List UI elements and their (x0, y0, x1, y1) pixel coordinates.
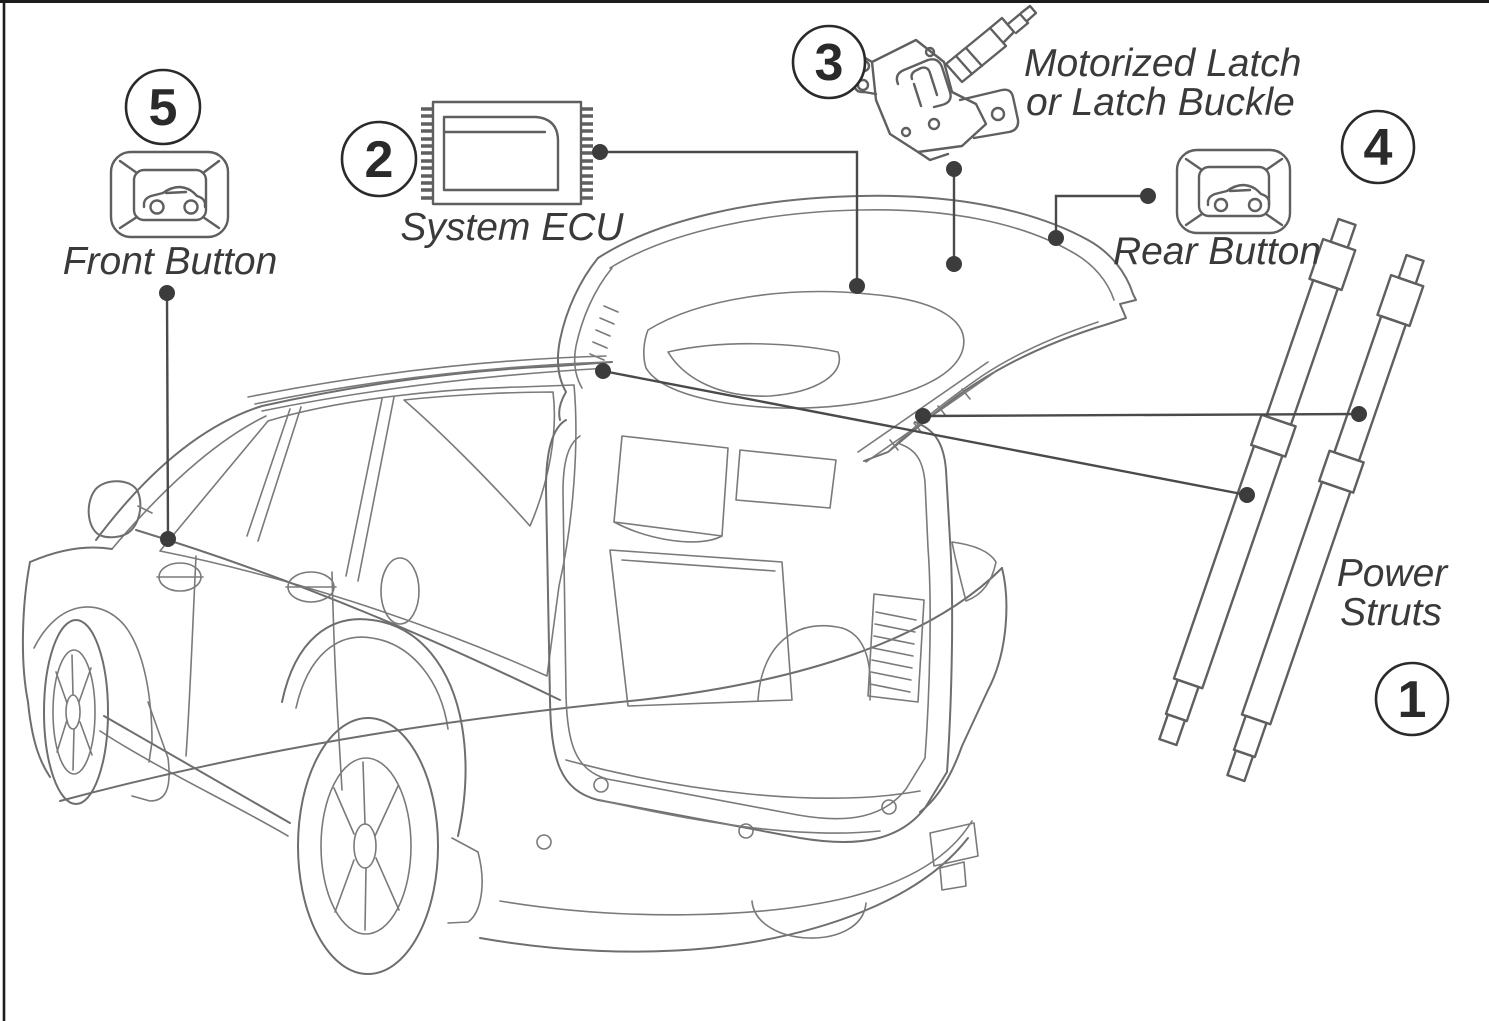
car-front-end (21, 546, 170, 802)
power-strut-callout-line-2 (602, 369, 1248, 497)
number-2: 2 (365, 131, 394, 189)
power-strut-callout-line-1 (922, 412, 1360, 418)
car-icon (142, 185, 207, 215)
car-icon (1206, 183, 1271, 213)
front-button-label: Front Button (63, 240, 278, 283)
labels: Front Button System ECU Motorized Latch … (63, 42, 1450, 634)
power-strut-right (1226, 253, 1425, 783)
rear-bumper (59, 541, 1008, 953)
number-3: 3 (815, 34, 844, 92)
callout-dots (159, 144, 1367, 547)
rear-button-callout-line (1054, 194, 1148, 238)
callout-number-2: 2 (340, 120, 418, 198)
callout-number-4: 4 (1340, 109, 1416, 185)
callout-lines (165, 150, 1360, 540)
front-button-icon (109, 150, 230, 239)
rear-button-label: Rear Button (1113, 230, 1321, 273)
motorized-latch-label-line1: Motorized Latch (1024, 42, 1301, 85)
system-ecu-label: System ECU (400, 206, 624, 249)
open-tailgate (557, 194, 1137, 463)
system-ecu-icon (421, 100, 593, 206)
front-button-callout-line (165, 292, 170, 540)
front-wheel (43, 619, 109, 805)
number-5: 5 (149, 79, 178, 137)
power-strut-left (1158, 217, 1357, 747)
rear-wheel (281, 618, 483, 975)
car-roof-and-windows (87, 355, 613, 701)
cargo-opening-interior (545, 419, 954, 844)
suv-car-drawing (21, 194, 1137, 975)
power-struts-label-line1: Power (1337, 552, 1450, 595)
system-ecu-callout-line (600, 150, 859, 286)
car-doors (99, 555, 420, 837)
callout-number-3: 3 (791, 24, 867, 100)
number-1: 1 (1398, 671, 1427, 729)
power-struts-icon (1158, 217, 1425, 783)
fuel-door (380, 557, 420, 625)
callout-number-1: 1 (1374, 661, 1450, 737)
number-4: 4 (1364, 119, 1393, 177)
motorized-latch-icon (852, 4, 1038, 162)
power-struts-label-line2: Struts (1340, 591, 1442, 634)
rear-button-icon (1175, 148, 1292, 235)
motorized-latch-label-line2: or Latch Buckle (1026, 81, 1295, 124)
callout-number-5: 5 (124, 68, 202, 146)
side-mirror (87, 480, 142, 539)
